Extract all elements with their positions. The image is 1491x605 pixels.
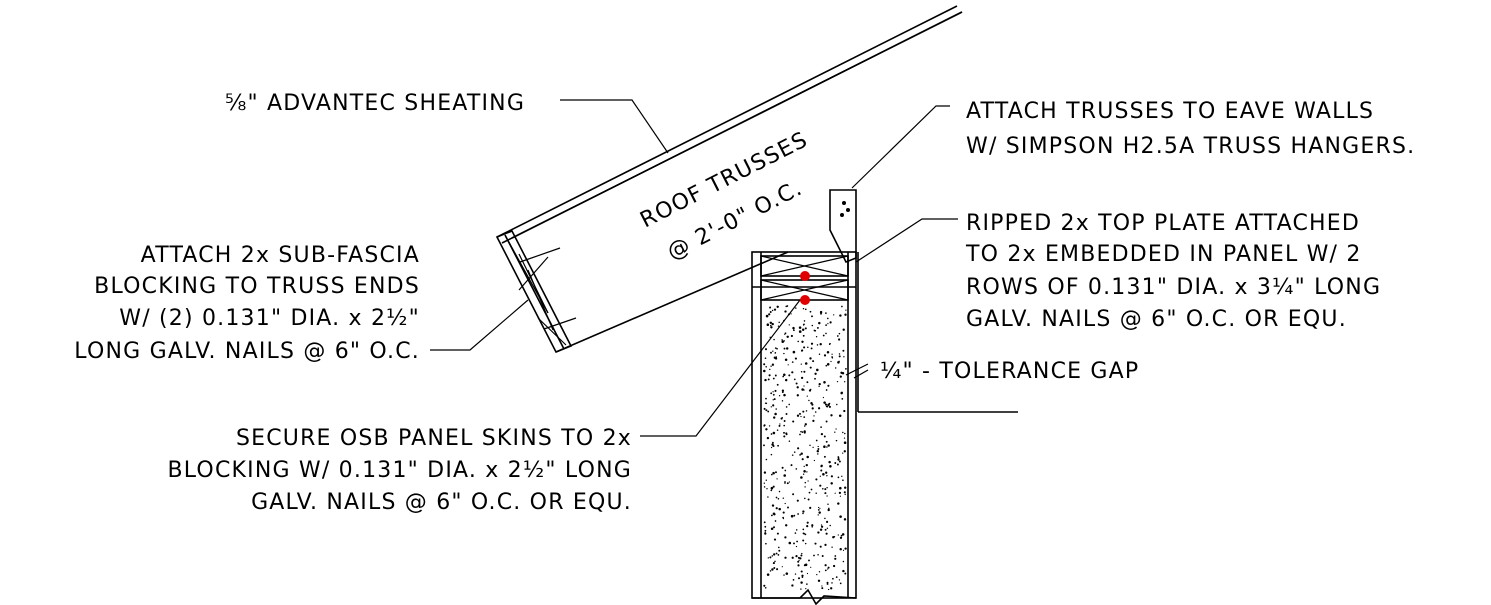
wall-panel [751,251,1018,605]
nail-marker [800,295,810,305]
osb-label-line3: GALV. NAILS @ 6" O.C. OR EQU. [251,490,632,515]
subfascia-label-line2: BLOCKING TO TRUSS ENDS [94,274,420,299]
subfascia-label-line4: LONG GALV. NAILS @ 6" O.C. [74,339,420,364]
sheathing-label: ⅝" ADVANTEC SHEATING [225,91,525,116]
top-plate-label-line2: TO 2x EMBEDDED IN PANEL W/ 2 [965,242,1362,267]
roof-assembly [495,5,963,354]
nail-marker [800,271,810,281]
top-plate-label-line4: GALV. NAILS @ 6" O.C. OR EQU. [966,307,1347,332]
top-plate-label-line3: ROWS OF 0.131" DIA. x 3¼" LONG [966,275,1381,300]
subfascia-label-line1: ATTACH 2x SUB-FASCIA [141,243,420,268]
osb-label-line2: BLOCKING W/ 0.131" DIA. x 2½" LONG [167,458,632,483]
attach-trusses-label-line2: W/ SIMPSON H2.5A TRUSS HANGERS. [966,134,1415,159]
osb-label-line1: SECURE OSB PANEL SKINS TO 2x [236,426,632,451]
top-plate-label-line1: RIPPED 2x TOP PLATE ATTACHED [966,211,1360,236]
subfascia-label-line3: W/ (2) 0.131" DIA. x 2½" [119,306,420,331]
tolerance-gap-label: ¼" - TOLERANCE GAP [880,359,1139,384]
leader-lines [430,99,958,437]
attach-trusses-label-line1: ATTACH TRUSSES TO EAVE WALLS [966,99,1374,124]
foam-core [763,305,847,591]
truss-hanger-icon [829,189,857,264]
